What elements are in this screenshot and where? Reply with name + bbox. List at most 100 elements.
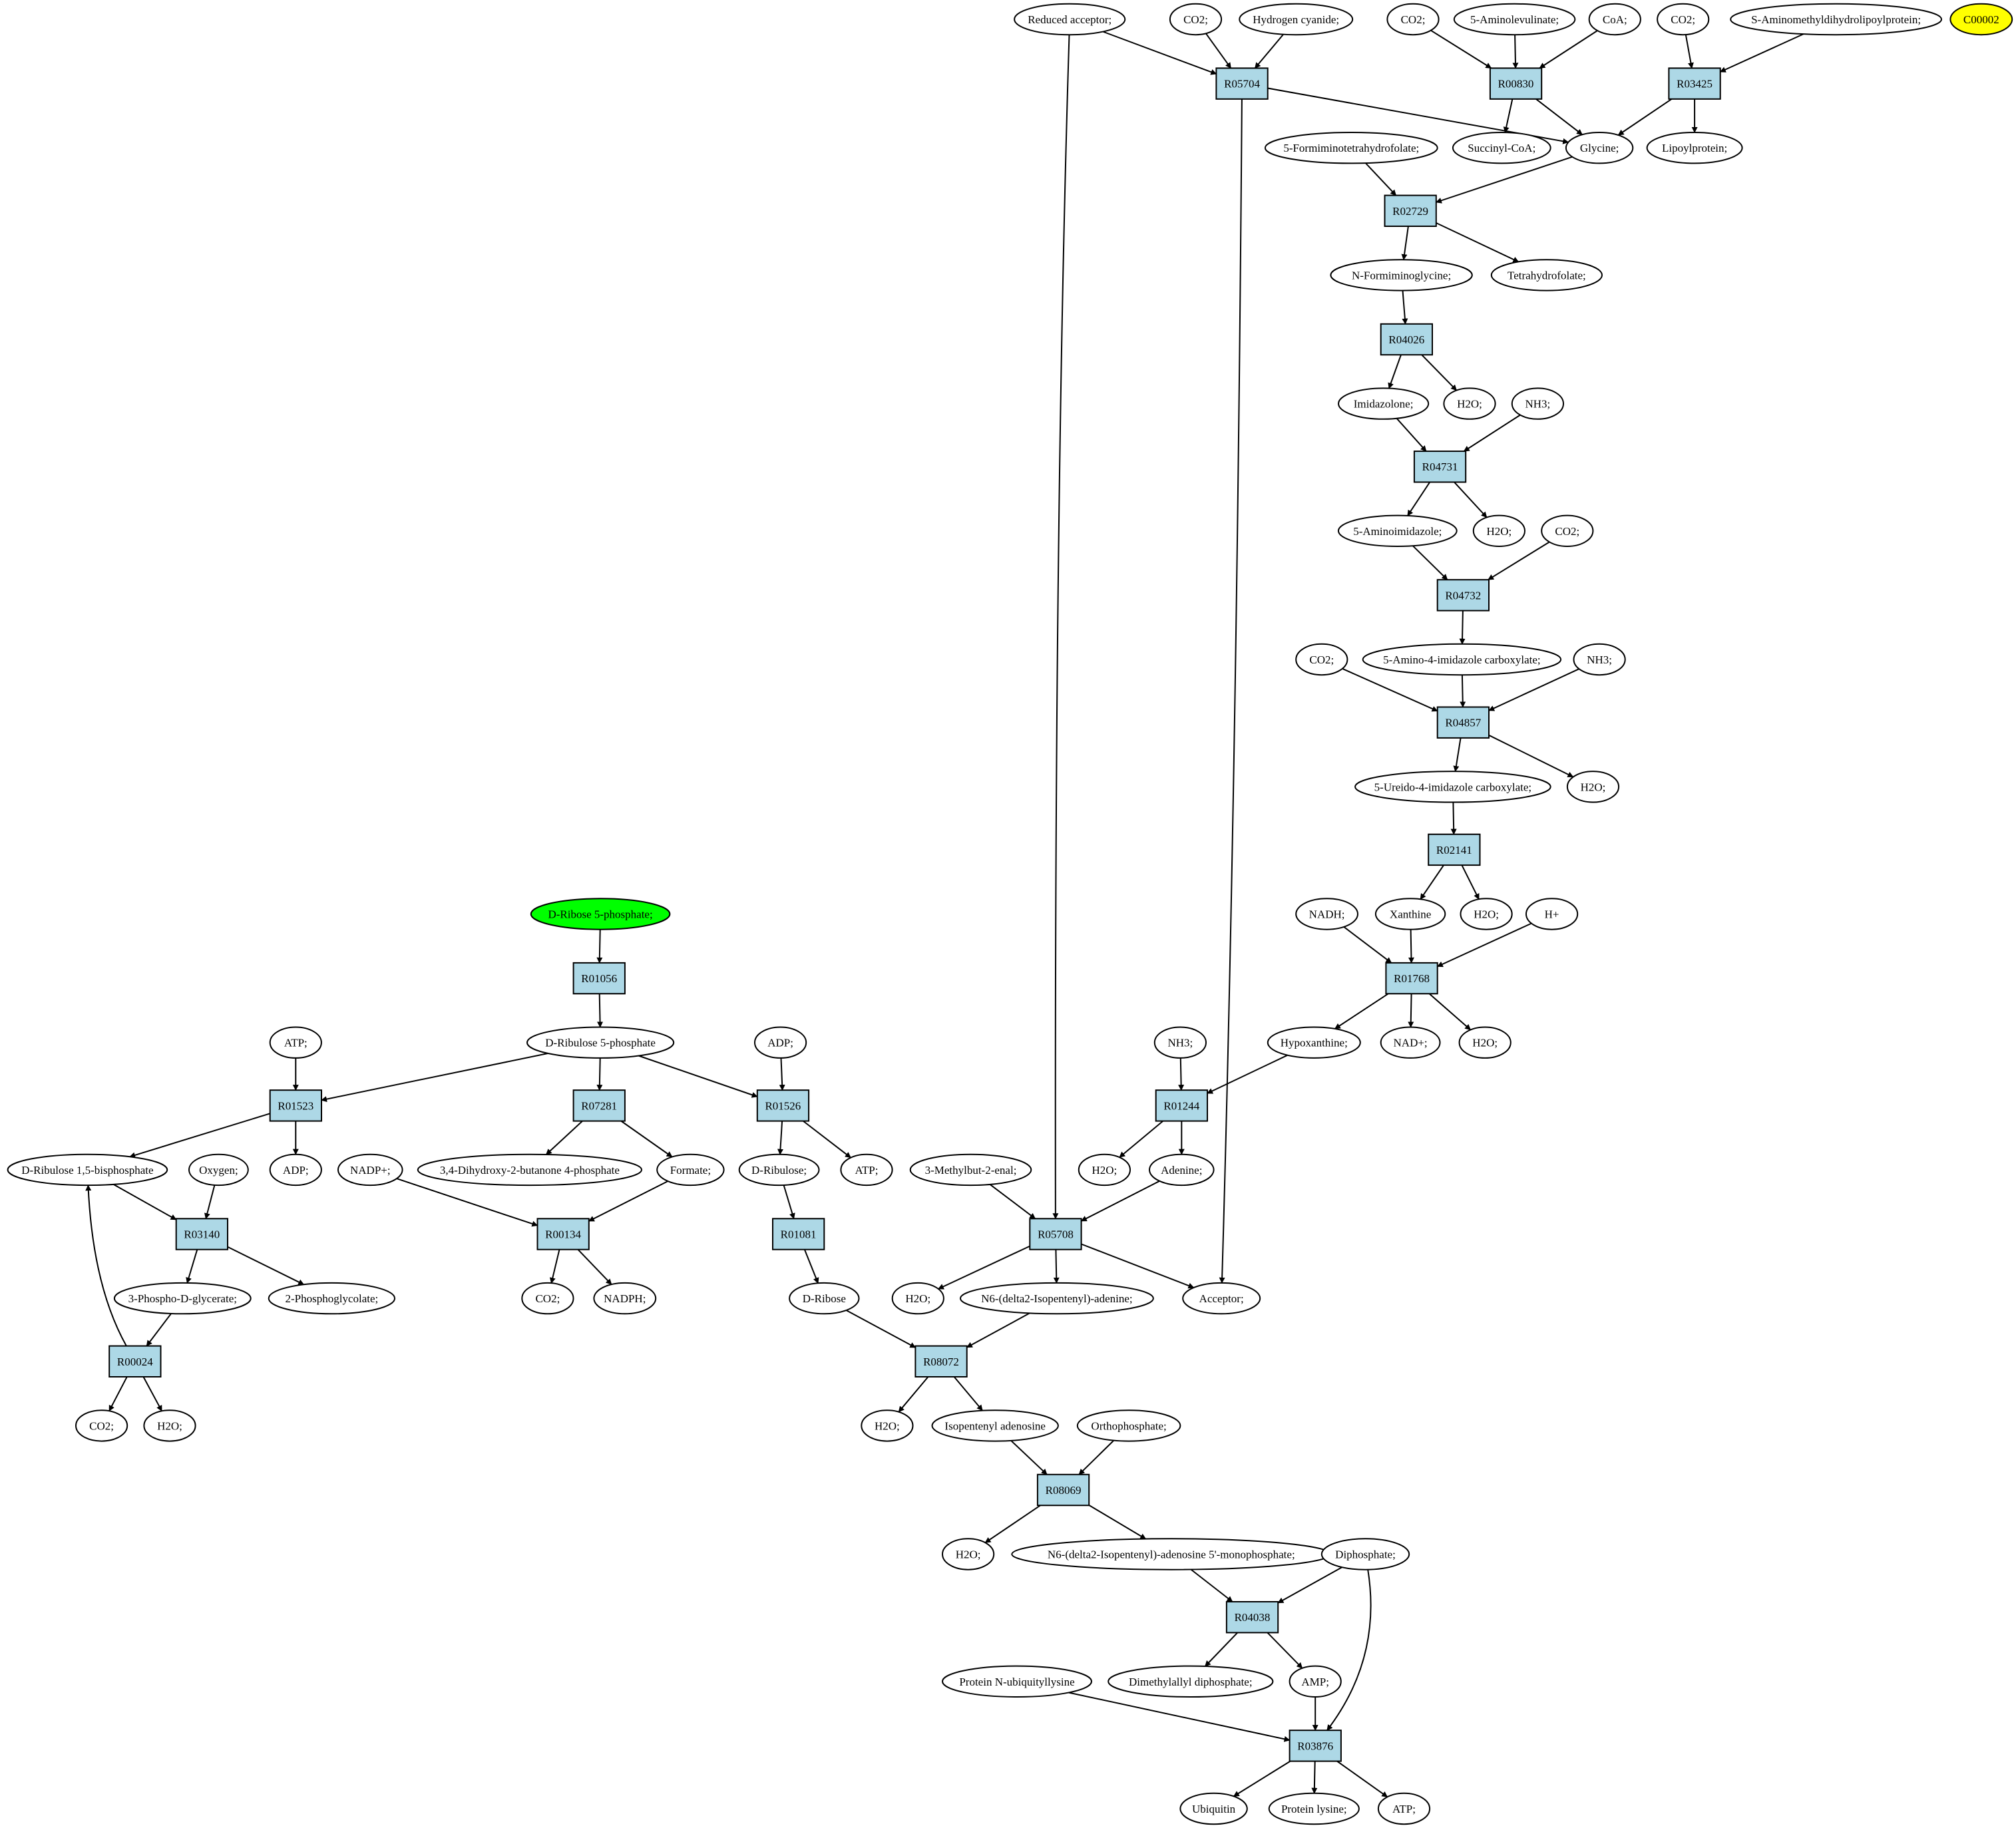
reaction-R05704[interactable]: R05704 [1215,67,1269,100]
reaction-R01244[interactable]: R01244 [1155,1089,1208,1122]
compound-nadh[interactable]: NADH; [1295,898,1358,930]
compound-formate[interactable]: Formate; [656,1153,725,1187]
reaction-R01768[interactable]: R01768 [1385,962,1438,995]
reaction-R01056[interactable]: R01056 [572,962,626,995]
compound-nh3_b[interactable]: NH3; [1573,643,1626,676]
reaction-R00024[interactable]: R00024 [108,1345,162,1377]
reaction-R04038[interactable]: R04038 [1225,1601,1279,1634]
reaction-R03876[interactable]: R03876 [1289,1730,1342,1762]
compound-nh3_c[interactable]: NH3; [1153,1026,1207,1059]
reaction-R01526[interactable]: R01526 [756,1089,810,1122]
edge-h_plus-to-R01768 [1436,922,1532,968]
compound-dimethylallyl_diphosphate[interactable]: Dimethylallyl diphosphate; [1108,1665,1274,1698]
compound-h2o_g[interactable]: H2O; [891,1282,944,1315]
compound-aminoimidazole[interactable]: 5-Aminoimidazole; [1337,514,1458,547]
compound-h2o_e[interactable]: H2O; [1458,1026,1512,1059]
reaction-R05708[interactable]: R05708 [1029,1218,1082,1250]
compound-succinyl_coa[interactable]: Succinyl-CoA; [1452,132,1551,164]
compound-orthophosphate[interactable]: Orthophosphate; [1076,1409,1181,1442]
compound-ureido_imidazole_carboxylate[interactable]: 5-Ureido-4-imidazole carboxylate; [1354,771,1551,803]
reaction-R02141[interactable]: R02141 [1428,833,1481,866]
compound-h2o_c[interactable]: H2O; [1566,771,1620,803]
compound-ribulose5p[interactable]: D-Ribulose 5-phosphate [526,1026,675,1059]
reaction-R02729[interactable]: R02729 [1384,194,1437,228]
compound-xanthine[interactable]: Xanthine [1374,898,1446,930]
compound-amp[interactable]: AMP; [1289,1665,1342,1698]
compound-ribose5p[interactable]: D-Ribose 5-phosphate; [530,898,671,930]
compound-hydrogen_cyanide[interactable]: Hydrogen cyanide; [1239,3,1354,36]
reaction-R04026[interactable]: R04026 [1380,323,1433,356]
compound-tetrahydrofolate[interactable]: Tetrahydrofolate; [1490,259,1603,291]
compound-co2_d[interactable]: CO2; [1541,514,1594,547]
compound-ribulose[interactable]: D-Ribulose; [738,1153,820,1187]
compound-nh3_a[interactable]: NH3; [1511,387,1564,420]
compound-lipoylprotein[interactable]: Lipoylprotein; [1646,132,1743,164]
compound-acceptor[interactable]: Acceptor; [1182,1282,1261,1315]
compound-dihydroxy_butanone[interactable]: 3,4-Dihydroxy-2-butanone 4-phosphate [417,1153,643,1187]
compound-aminolevulinate[interactable]: 5-Aminolevulinate; [1453,3,1576,36]
compound-adenine[interactable]: Adenine; [1149,1153,1215,1187]
reaction-R03425[interactable]: R03425 [1668,67,1721,100]
compound-nad_plus[interactable]: NAD+; [1380,1026,1441,1059]
compound-s_aminomethyl[interactable]: S-Aminomethyldihydrolipoylprotein; [1730,3,1943,36]
reaction-R03140[interactable]: R03140 [175,1218,229,1250]
compound-atp_c[interactable]: ATP; [1377,1792,1431,1825]
reaction-R01081[interactable]: R01081 [772,1218,825,1250]
compound-h2o_h[interactable]: H2O; [143,1409,196,1442]
compound-diphosphate[interactable]: Diphosphate; [1320,1538,1410,1570]
compound-nadp_plus[interactable]: NADP+; [337,1153,403,1187]
reaction-R04857[interactable]: R04857 [1436,706,1490,739]
compound-amino_imidazole_carboxylate[interactable]: 5-Amino-4-imidazole carboxylate; [1362,643,1562,676]
compound-hypoxanthine[interactable]: Hypoxanthine; [1267,1026,1361,1059]
edge-R05704-to-acceptor [1219,98,1243,1284]
compound-h2o_f[interactable]: H2O; [1078,1153,1131,1187]
compound-co2_g[interactable]: CO2; [75,1409,128,1442]
compound-adp_b[interactable]: ADP; [754,1026,807,1059]
compound-nadph[interactable]: NADPH; [593,1282,657,1315]
compound-h_plus[interactable]: H+ [1525,898,1579,930]
compound-phosphoglycerate[interactable]: 3-Phospho-D-glycerate; [113,1282,252,1315]
compound-h2o_j[interactable]: H2O; [942,1538,995,1570]
compound-h2o_b[interactable]: H2O; [1472,514,1525,547]
reaction-R08069[interactable]: R08069 [1036,1473,1090,1507]
compound-reduced_acceptor[interactable]: Reduced acceptor; [1014,3,1126,36]
reaction-R07281[interactable]: R07281 [572,1089,626,1122]
compound-imidazolone[interactable]: Imidazolone; [1338,387,1430,420]
compound-formiminotetrahydrofolate[interactable]: 5-Formiminotetrahydrofolate; [1264,132,1438,164]
reaction-R04731[interactable]: R04731 [1413,451,1467,483]
compound-co2_b[interactable]: CO2; [1386,3,1440,36]
compound-ribulose15bp[interactable]: D-Ribulose 1,5-bisphosphate [7,1153,168,1187]
compound-coa[interactable]: CoA; [1588,3,1641,36]
compound-h2o_i[interactable]: H2O; [861,1409,914,1442]
compound-adp_a[interactable]: ADP; [269,1153,322,1187]
compound-n6_isopentenyl_amp[interactable]: N6-(delta2-Isopentenyl)-adenosine 5'-mon… [1011,1538,1332,1570]
compound-methylbutenal[interactable]: 3-Methylbut-2-enal; [909,1153,1032,1187]
compound-atp_a[interactable]: ATP; [269,1026,322,1059]
compound-oxygen[interactable]: Oxygen; [188,1153,249,1187]
compound-co2_f[interactable]: CO2; [521,1282,574,1315]
reaction-R01523[interactable]: R01523 [269,1089,323,1122]
compound-protein_lysine[interactable]: Protein lysine; [1268,1792,1360,1825]
compound-label: Tetrahydrofolate; [1508,269,1586,281]
compound-glycine[interactable]: Glycine; [1565,132,1634,164]
compound-h2o_d[interactable]: H2O; [1460,898,1513,930]
compound-n_formiminoglycine[interactable]: N-Formiminoglycine; [1330,259,1473,291]
reaction-R00134[interactable]: R00134 [536,1218,590,1250]
compound-co2_c[interactable]: CO2; [1657,3,1710,36]
compound-ribose[interactable]: D-Ribose [789,1282,860,1315]
compound-phosphoglycolate[interactable]: 2-Phosphoglycolate; [268,1282,396,1315]
compound-n6_isopentenyl_adenine[interactable]: N6-(delta2-Isopentenyl)-adenine; [960,1282,1154,1315]
compound-atp_b[interactable]: ATP; [840,1153,893,1187]
compound-c00002[interactable]: C00002 [1949,3,2013,36]
compound-node [1452,132,1551,164]
reaction-R08072[interactable]: R08072 [914,1345,968,1377]
compound-protein_ubiquityllysine[interactable]: Protein N-ubiquityllysine [942,1665,1092,1698]
reaction-R04732[interactable]: R04732 [1436,579,1490,612]
compound-co2_e[interactable]: CO2; [1295,643,1348,676]
compound-label: H+ [1545,908,1559,921]
compound-co2_a[interactable]: CO2; [1169,3,1223,36]
reaction-R00830[interactable]: R00830 [1489,67,1543,100]
compound-h2o_a[interactable]: H2O; [1443,387,1496,420]
compound-isopentenyl_adenosine[interactable]: Isopentenyl adenosine [931,1409,1059,1442]
compound-ubiquitin[interactable]: Ubiquitin [1179,1792,1248,1825]
